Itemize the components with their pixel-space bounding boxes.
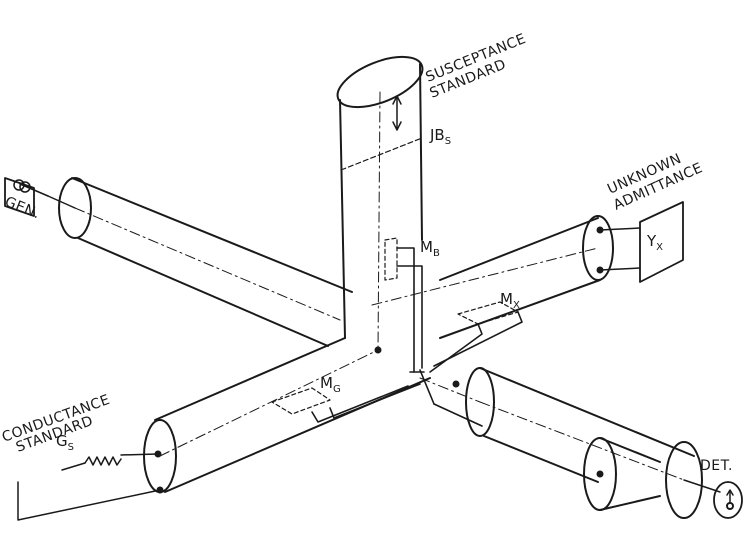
yx-symbol-main: Y xyxy=(646,232,657,250)
jb-symbol: JBS xyxy=(429,126,451,147)
detector-arm xyxy=(419,367,721,519)
mb-symbol-sub: B xyxy=(433,248,440,259)
gen-label: GEN. xyxy=(3,194,43,223)
det-label: DET. xyxy=(700,458,733,474)
mg-symbol-main: M xyxy=(320,374,333,392)
detector-element xyxy=(713,481,743,519)
coupling-loops xyxy=(271,237,523,427)
gs-symbol-sub: S xyxy=(68,442,74,453)
mg-symbol-sub: G xyxy=(333,384,341,395)
unknown-admittance-arm xyxy=(371,215,641,339)
gs-symbol: GS xyxy=(56,432,74,453)
generator-box xyxy=(4,177,35,217)
mx-symbol-main: M xyxy=(500,290,513,308)
unknown-admittance-box xyxy=(639,201,684,283)
jb-symbol-main: JB xyxy=(429,126,445,144)
mb-symbol: MB xyxy=(420,238,440,259)
mx-symbol: MX xyxy=(500,290,520,311)
yx-symbol-sub: X xyxy=(656,242,663,253)
generator-arm xyxy=(19,177,353,347)
gs-symbol-main: G xyxy=(56,432,68,450)
mg-symbol: MG xyxy=(320,374,341,395)
mx-symbol-sub: X xyxy=(513,300,520,311)
jb-symbol-sub: S xyxy=(445,136,451,147)
yx-symbol: YX xyxy=(646,232,663,253)
mb-symbol-main: M xyxy=(420,238,433,256)
susceptance-standard-cylinder xyxy=(336,55,424,354)
